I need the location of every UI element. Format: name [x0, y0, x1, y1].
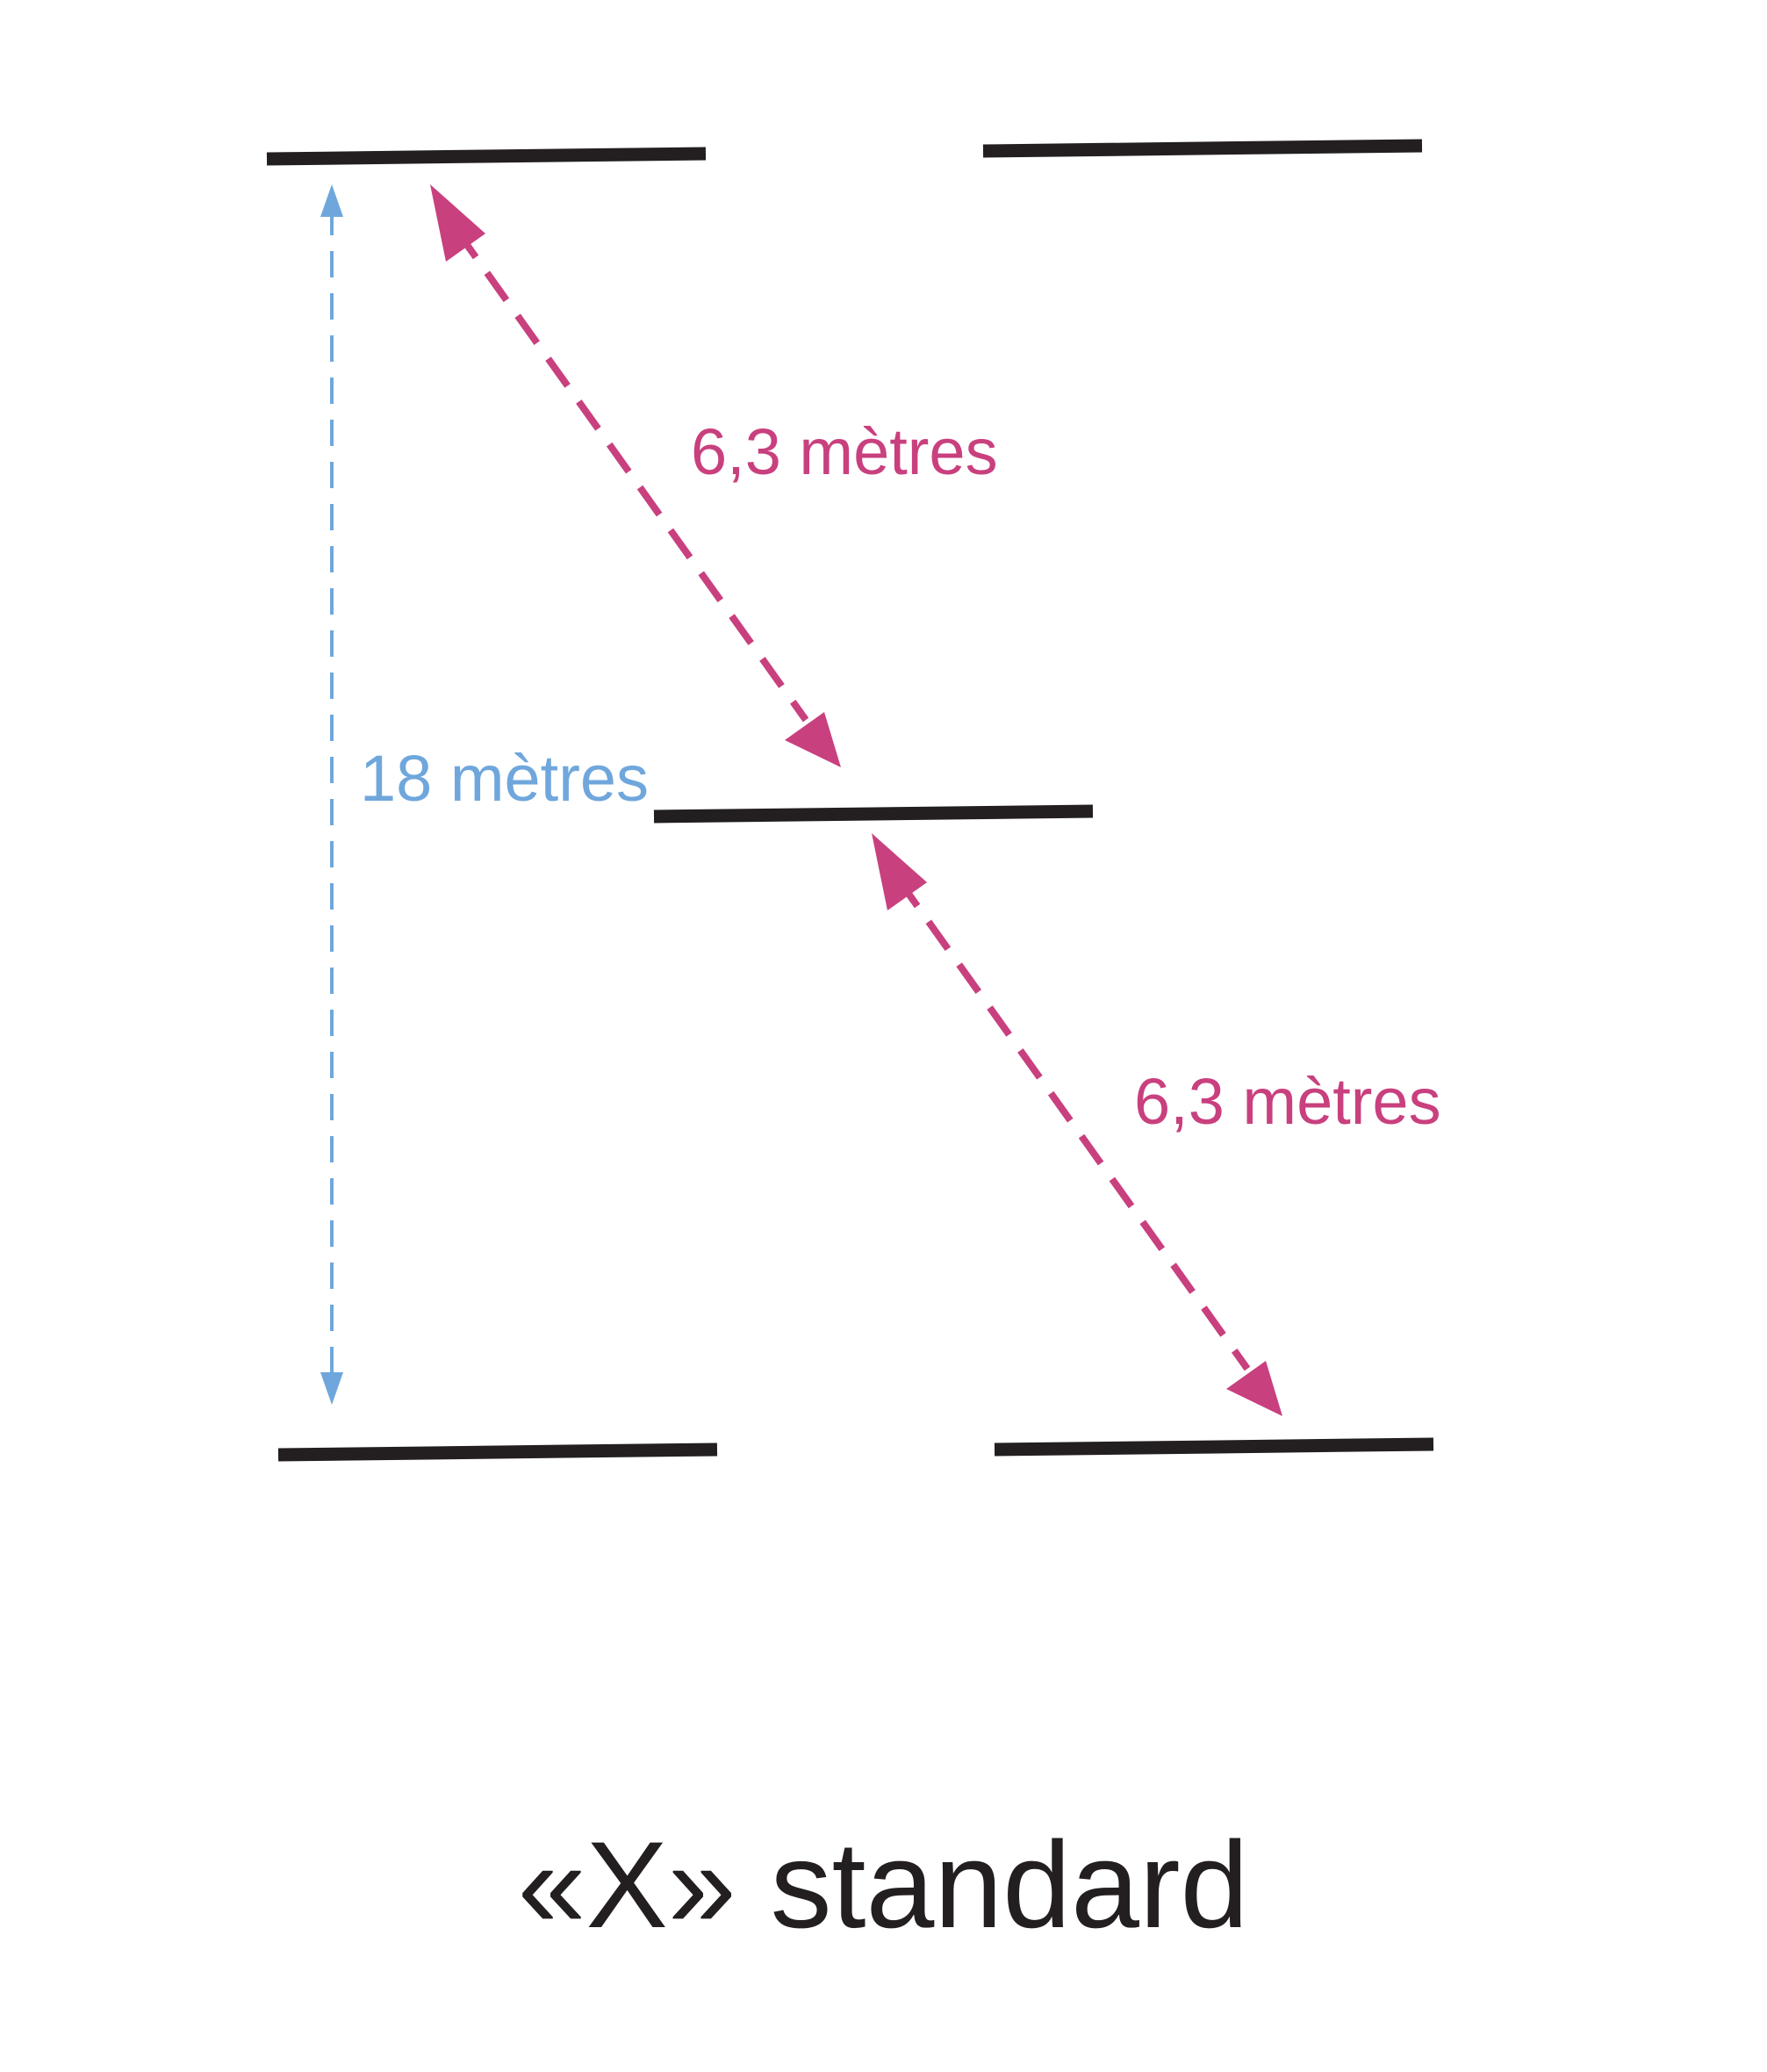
- vertical-measure-label: 18 mètres: [360, 742, 649, 815]
- diagonal-upper-arrowhead-start: [430, 184, 485, 262]
- diagonal-upper-line: [453, 227, 809, 723]
- bar-top-right: [982, 139, 1423, 158]
- bar-top-left: [266, 147, 707, 166]
- diagonal-upper-arrowhead-end: [785, 712, 841, 767]
- bars: [266, 139, 1434, 1462]
- vertical-measure-arrow: [320, 184, 343, 1405]
- bar-middle: [653, 804, 1094, 824]
- diagonal-lower-arrowhead-start: [872, 833, 927, 910]
- vertical-arrowhead-top: [320, 184, 343, 217]
- diagonal-measure-arrow-upper: [430, 184, 841, 767]
- diagonal-measure-arrow-lower: [872, 833, 1282, 1416]
- diagonal-lower-arrowhead-end: [1226, 1361, 1282, 1416]
- bar-bottom-right: [994, 1437, 1434, 1457]
- bar-bottom-left: [277, 1442, 718, 1462]
- diagonal-upper-label: 6,3 mètres: [691, 415, 998, 488]
- diagram-title: «X» standard: [518, 1816, 1249, 1953]
- diagonal-lower-line: [894, 876, 1251, 1371]
- vertical-arrowhead-bottom: [320, 1372, 343, 1405]
- diagonal-lower-label: 6,3 mètres: [1134, 1065, 1441, 1138]
